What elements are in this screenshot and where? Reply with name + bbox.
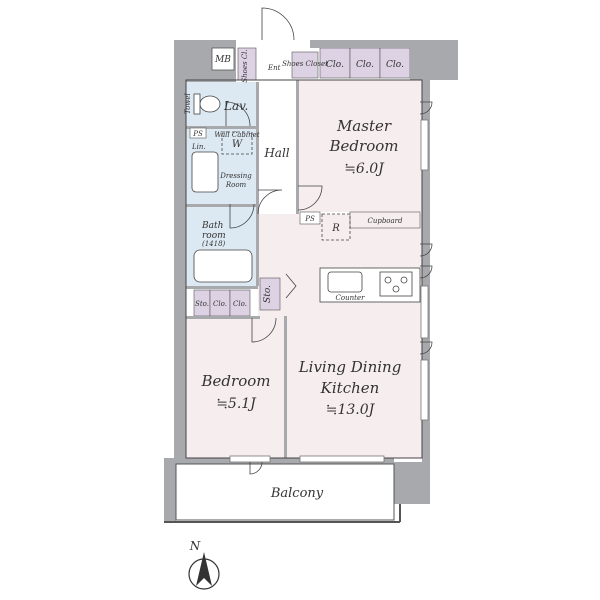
doors xyxy=(225,7,433,475)
bedroom-closet-label: Clo. xyxy=(213,300,227,308)
hall-storage xyxy=(259,277,281,311)
master-closet-label: Clo. xyxy=(356,60,374,70)
shoes-closet xyxy=(291,51,319,79)
mb-box xyxy=(211,47,235,71)
bath-label: Bath xyxy=(201,221,223,231)
ps-box xyxy=(189,127,207,139)
bath-label-2: room xyxy=(202,231,226,241)
kitchen-sink xyxy=(327,271,363,293)
dressing-label: Dressing xyxy=(219,172,252,180)
master-bedroom-floor xyxy=(298,80,422,212)
stove-icon xyxy=(379,271,413,297)
hall-label: Hall xyxy=(263,146,289,160)
ldk-label-2: Kitchen xyxy=(320,379,380,397)
washbasin xyxy=(191,151,219,193)
master-closet-label: Clo. xyxy=(326,60,344,70)
toilet-tank xyxy=(193,93,201,115)
bedroom-storage-label: Sto. xyxy=(195,300,209,308)
bathtub xyxy=(193,249,253,283)
bedroom-floor xyxy=(186,318,286,458)
master-bedroom-label-2: Bedroom xyxy=(329,137,399,155)
ldk-label: Living Dining xyxy=(298,358,402,376)
fridge-space xyxy=(321,213,351,241)
cupboard xyxy=(349,211,421,229)
shoes-closet-label: Shoes Closet xyxy=(282,60,328,68)
balcony-floor xyxy=(175,463,395,521)
master-closet-label: Clo. xyxy=(386,60,404,70)
bedroom-closet-label: Clo. xyxy=(233,300,247,308)
compass-icon xyxy=(188,552,220,590)
lav-label: Lav. xyxy=(223,99,248,113)
ent-label: Ent xyxy=(267,64,281,72)
towel-label: Towel xyxy=(184,93,192,114)
hall-floor xyxy=(258,80,298,214)
bedroom-size: ≒5.1J xyxy=(216,396,257,412)
bedroom-label: Bedroom xyxy=(201,372,271,390)
master-bedroom-size: ≒6.0J xyxy=(344,161,385,177)
washer-label: W xyxy=(232,139,243,150)
shoes-cl-label: Shoes Cl. xyxy=(241,49,249,82)
master-bedroom-label: Master xyxy=(336,117,392,135)
washer-space xyxy=(221,131,253,155)
ps-label: PS xyxy=(192,130,203,138)
counter-label: Counter xyxy=(336,294,366,302)
ps-box xyxy=(299,211,321,225)
mb-label: MB xyxy=(214,55,231,65)
linen-label: Lin. xyxy=(191,143,206,151)
compass-north-label: N xyxy=(189,539,201,553)
windows xyxy=(229,119,429,463)
ldk-size: ≒13.0J xyxy=(326,402,376,418)
toilet xyxy=(199,95,221,113)
bath-size-note: (1418) xyxy=(202,240,226,248)
fridge-label: R xyxy=(331,223,340,234)
dressing-label-2: Room xyxy=(225,181,247,189)
hall-storage-label: Sto. xyxy=(263,285,273,303)
washer-note: Wall Cabinet xyxy=(214,131,259,139)
cupboard-label: Cupboard xyxy=(367,217,403,225)
ps-label: PS xyxy=(304,215,315,223)
balcony-label: Balcony xyxy=(270,486,324,501)
